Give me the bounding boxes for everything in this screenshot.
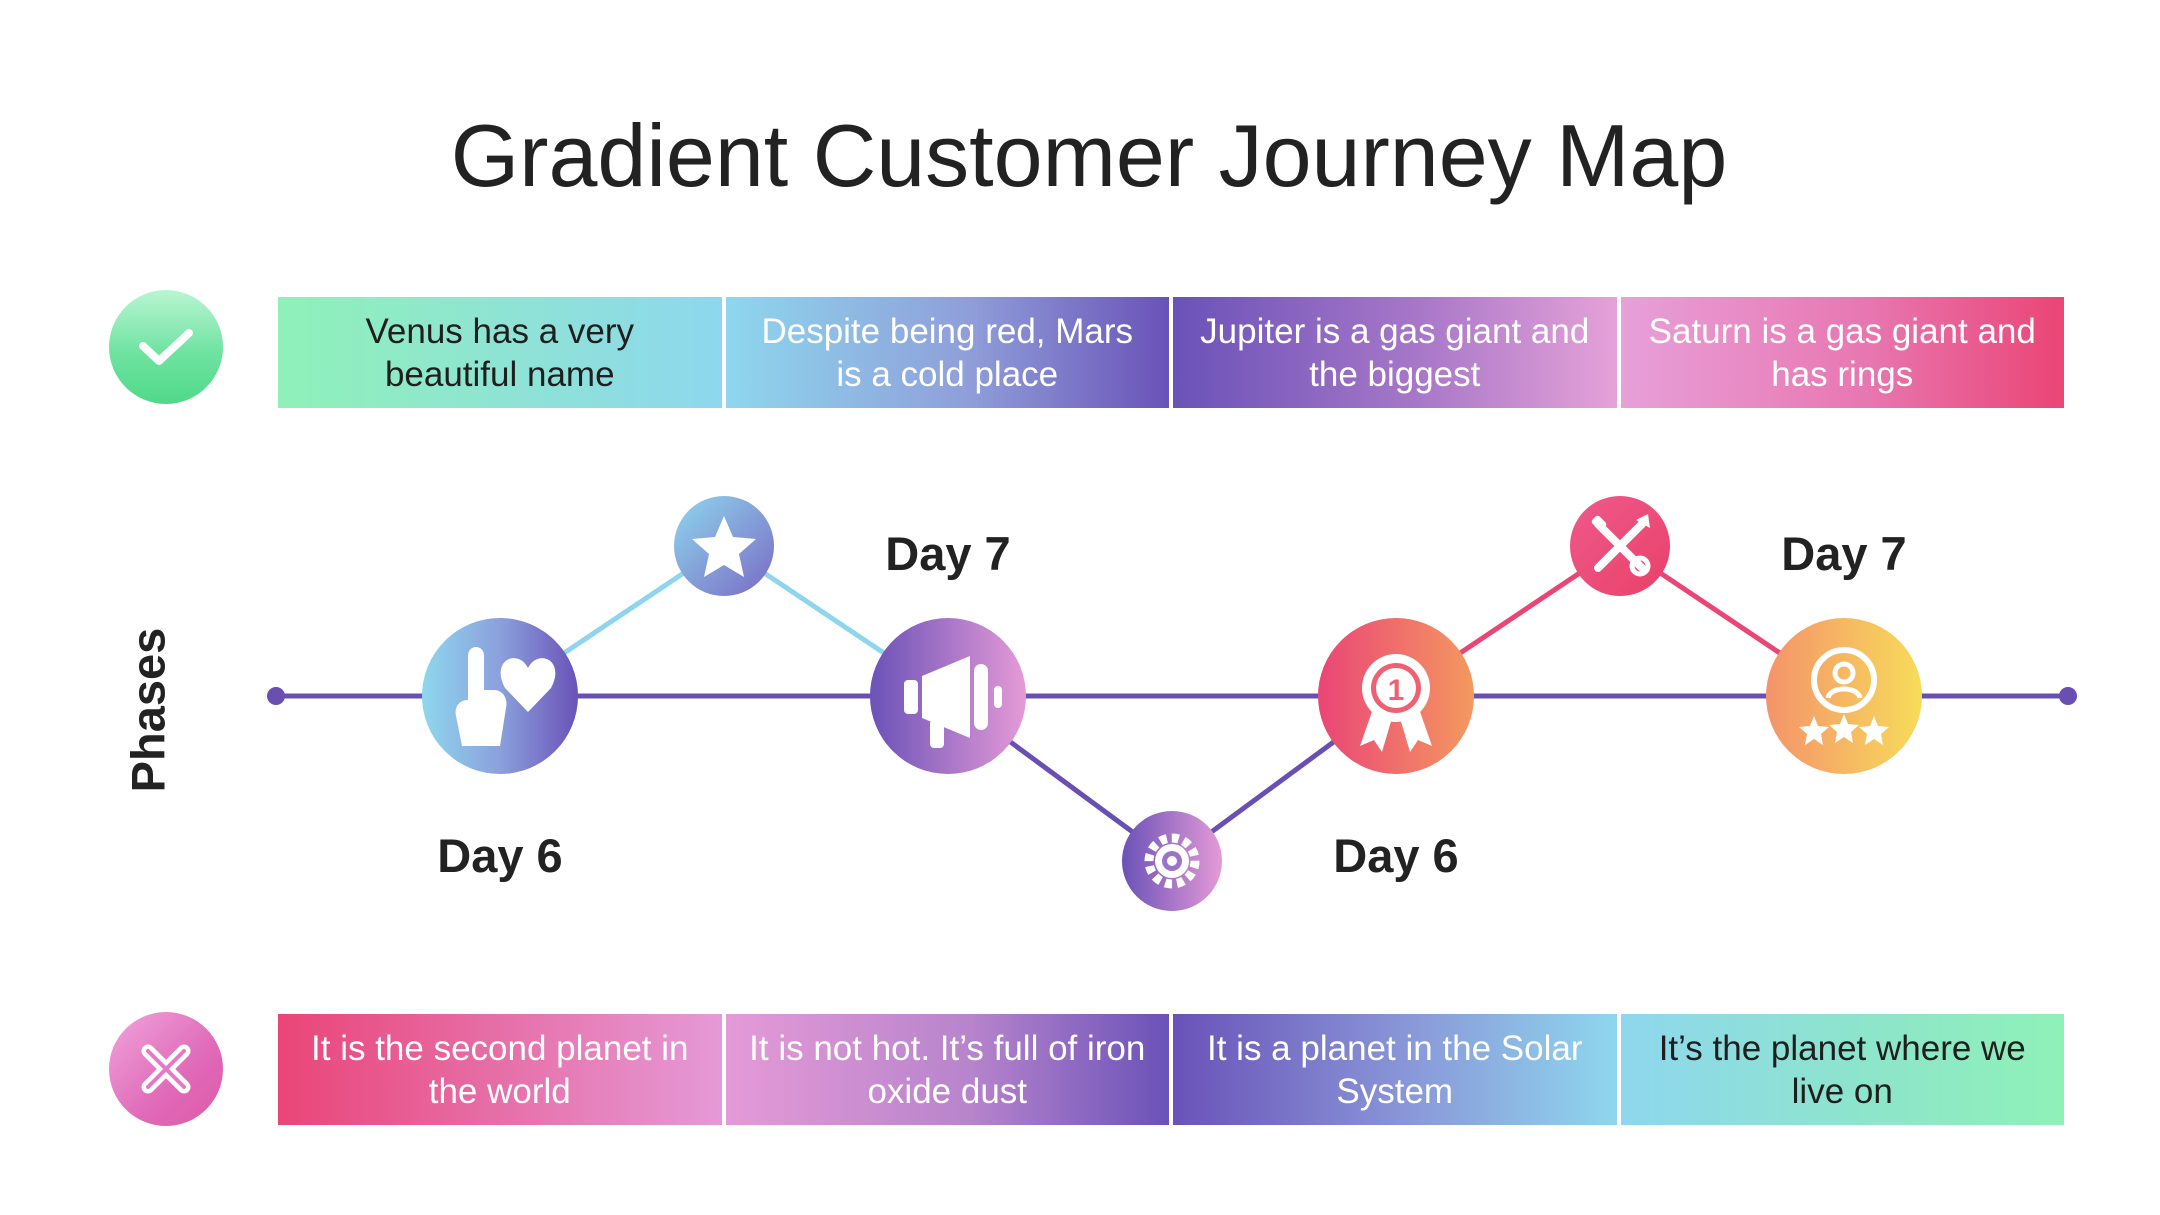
pro-text: Venus has a very beautiful name (365, 311, 635, 394)
journey-node: 1 (1318, 618, 1474, 774)
check-badge (109, 290, 223, 404)
pro-cell: Despite being red, Mars is a cold place (725, 297, 1169, 408)
journey-node (1766, 618, 1922, 774)
con-cell: It’s the planet where we live on (1620, 1014, 2064, 1125)
day-label: Day 6 (437, 829, 562, 882)
pro-cell: Saturn is a gas giant and has rings (1620, 297, 2064, 408)
pro-text: Despite being red, Mars is a cold place (761, 311, 1134, 394)
pro-text: Saturn is a gas giant and has rings (1648, 311, 2036, 394)
user-rating-icon (1799, 647, 1889, 745)
con-cell: It is a planet in the Solar System (1173, 1014, 1617, 1125)
pros-row: Venus has a very beautiful name Despite … (278, 297, 2064, 408)
page-title: Gradient Customer Journey Map (450, 106, 1728, 205)
check-icon (139, 329, 193, 365)
journey-node (1122, 811, 1222, 911)
con-cell: It is not hot. It’s full of iron oxide d… (725, 1014, 1169, 1125)
pro-cell: Jupiter is a gas giant and the biggest (1173, 297, 1617, 408)
svg-text:1: 1 (1388, 674, 1405, 707)
day-label: Day 7 (885, 527, 1010, 580)
con-text: It is the second planet in the world (311, 1028, 689, 1111)
cons-row: It is the second planet in the world It … (278, 1014, 2064, 1125)
timeline-end-dot (2059, 687, 2077, 705)
journey-node (674, 496, 774, 596)
pro-cell: Venus has a very beautiful name (278, 297, 722, 408)
con-text: It is a planet in the Solar System (1207, 1028, 1583, 1111)
journey-node (422, 618, 578, 774)
journey-node (870, 618, 1026, 774)
pro-text: Jupiter is a gas giant and the biggest (1200, 311, 1590, 394)
award-medal-icon: 1 (1360, 654, 1432, 752)
hand-heart-icon (455, 647, 556, 746)
con-text: It’s the planet where we live on (1658, 1028, 2026, 1111)
cross-badge (109, 1012, 223, 1126)
day-label: Day 7 (1781, 527, 1906, 580)
day-label: Day 6 (1333, 829, 1458, 882)
timeline-start-dot (267, 687, 285, 705)
tools-icon (1591, 514, 1651, 577)
con-text: It is not hot. It’s full of iron oxide d… (749, 1028, 1146, 1111)
gear-icon (1144, 833, 1200, 889)
megaphone-icon (904, 656, 1002, 748)
star-icon (692, 516, 756, 577)
close-icon (141, 1044, 191, 1094)
journey-node (1570, 496, 1670, 596)
con-cell: It is the second planet in the world (278, 1014, 722, 1125)
